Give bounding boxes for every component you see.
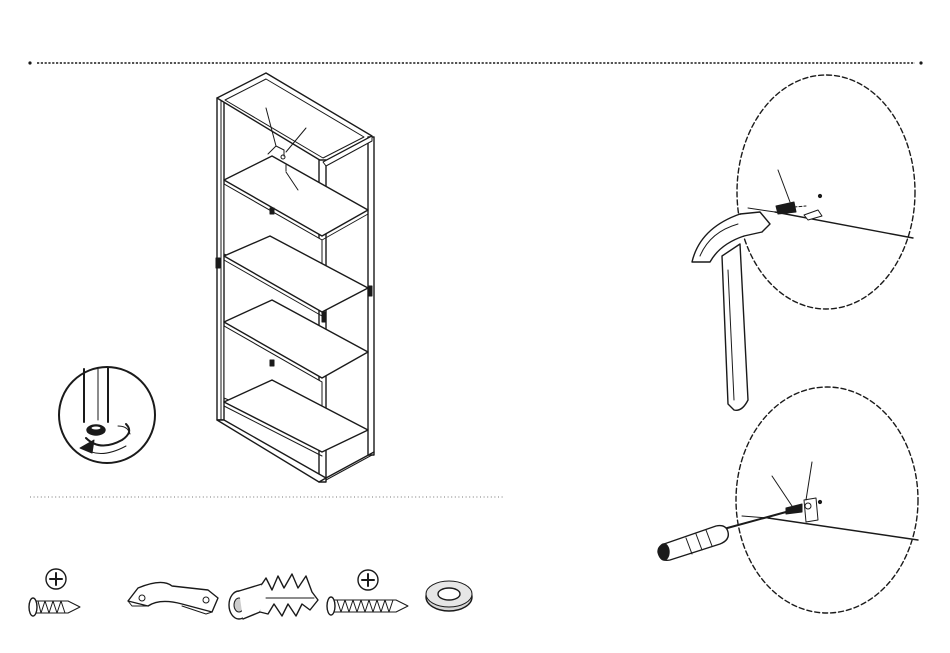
bookcase-icon (216, 73, 374, 482)
long-screw-icon (327, 570, 408, 615)
leveling-foot-icon (59, 367, 155, 463)
hammer-anchor-icon (692, 75, 915, 410)
bracket-icon (128, 582, 218, 614)
short-screw-icon (29, 569, 80, 616)
washer-icon (426, 581, 472, 611)
wall-anchor-icon (229, 574, 318, 619)
screwdriver-icon (658, 387, 918, 613)
top-dashed-separator (28, 61, 922, 64)
